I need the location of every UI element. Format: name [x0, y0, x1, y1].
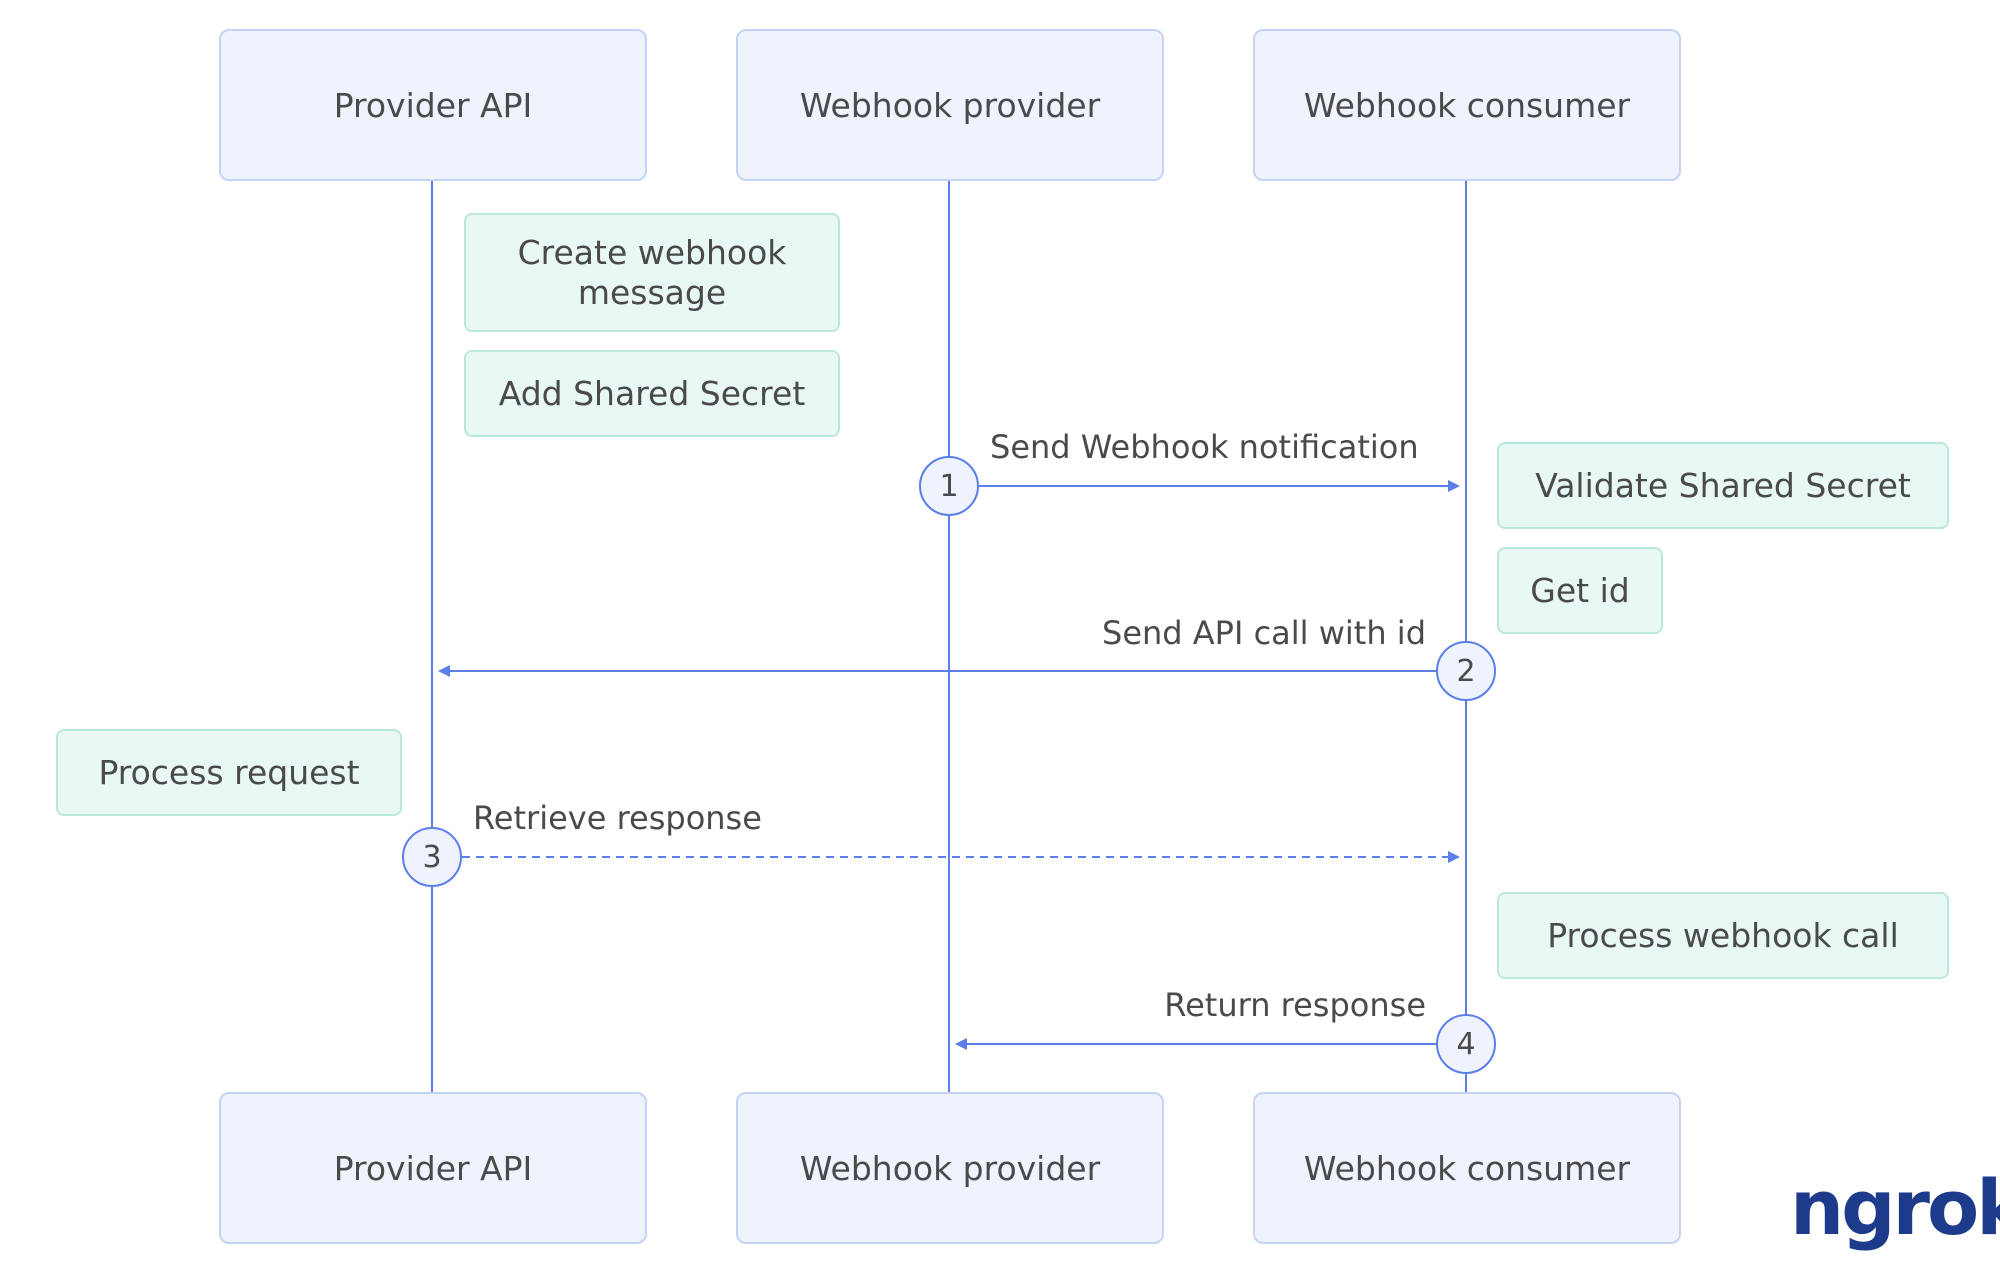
participant-webhook-consumer-bottom: Webhook consumer [1253, 1092, 1681, 1244]
participant-provider-api-top: Provider API [219, 29, 647, 181]
participant-webhook-provider-bottom: Webhook provider [736, 1092, 1164, 1244]
message-label-3: Retrieve response [473, 799, 762, 837]
participant-provider-api-bottom: Provider API [219, 1092, 647, 1244]
step-number-1: 1 [919, 456, 979, 516]
ngrok-logo: ngrok [1790, 1163, 2000, 1252]
note-create-webhook-message: Create webhook message [464, 213, 840, 332]
note-validate-shared-secret: Validate Shared Secret [1497, 442, 1949, 529]
note-add-shared-secret: Add Shared Secret [464, 350, 840, 437]
message-label-2: Send API call with id [1102, 614, 1426, 652]
participant-webhook-consumer-top: Webhook consumer [1253, 29, 1681, 181]
message-label-1: Send Webhook notification [990, 428, 1419, 466]
participant-webhook-provider-top: Webhook provider [736, 29, 1164, 181]
step-number-2: 2 [1436, 641, 1496, 701]
message-label-4: Return response [1164, 986, 1426, 1024]
note-process-webhook-call: Process webhook call [1497, 892, 1949, 979]
step-number-4: 4 [1436, 1014, 1496, 1074]
note-process-request: Process request [56, 729, 402, 816]
step-number-3: 3 [402, 827, 462, 887]
note-get-id: Get id [1497, 547, 1663, 634]
